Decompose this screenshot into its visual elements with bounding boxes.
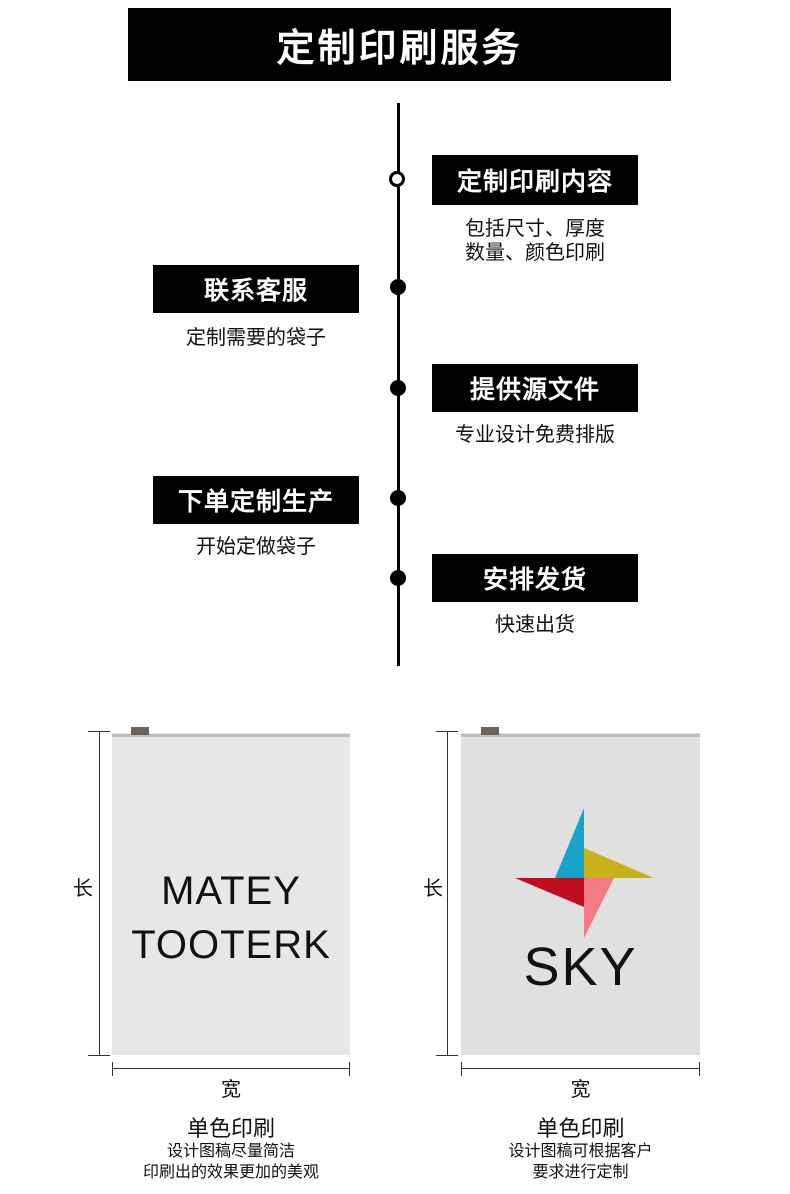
bag-1-width-label: 宽 <box>221 1077 241 1101</box>
timeline-node-1 <box>389 171 405 187</box>
bag-2-length-tick-top <box>436 731 458 732</box>
bag-2-zipper <box>461 734 700 737</box>
step-1-title: 定制印刷内容 <box>456 167 613 196</box>
step-1-desc-line2: 数量、颜色印刷 <box>465 240 605 264</box>
bag-2-length-label: 长 <box>423 876 443 900</box>
bag-2-caption: 设计图稿可根据客户 要求进行定制 <box>451 1140 710 1182</box>
bag-1-zip-tab <box>131 727 149 735</box>
step-3-desc: 专业设计免费排版 <box>455 422 615 446</box>
bag-1-caption-line1: 设计图稿尽量简洁 <box>166 1141 295 1160</box>
bag-1-caption: 设计图稿尽量简洁 印刷出的效果更加的美观 <box>92 1140 370 1182</box>
step-3-tag: 提供源文件 <box>432 364 638 412</box>
page-title: 定制印刷服务 <box>276 26 523 70</box>
bag-1-zipper <box>112 734 350 737</box>
step-4-title: 下单定制生产 <box>177 487 334 516</box>
bag-1-text-line1: MATEY <box>161 869 301 913</box>
bag-2-length-line <box>447 731 448 1056</box>
bag-1-length-label: 长 <box>73 876 93 900</box>
bag-1-caption-line2: 印刷出的效果更加的美观 <box>142 1162 319 1181</box>
bag-1-length-tick-bottom <box>88 1055 110 1056</box>
bag-1-length-tick-top <box>88 731 110 732</box>
step-2-desc: 定制需要的袋子 <box>186 325 326 349</box>
step-5-tag: 安排发货 <box>432 554 638 602</box>
timeline-node-2 <box>390 279 406 295</box>
logo-blade-blue <box>555 808 584 878</box>
bag-2-title: 单色印刷 <box>536 1117 625 1142</box>
step-5-title: 安排发货 <box>482 565 587 594</box>
step-4-desc: 开始定做袋子 <box>196 534 316 558</box>
bag-2-pinwheel-logo-icon <box>515 808 654 938</box>
bag-1-width-tick-right <box>349 1062 350 1076</box>
step-3-title: 提供源文件 <box>469 375 600 404</box>
bag-1-title: 单色印刷 <box>186 1117 275 1142</box>
page-title-banner: 定制印刷服务 <box>128 8 671 81</box>
bag-2-caption-line1: 设计图稿可根据客户 <box>508 1141 653 1160</box>
bag-2-width-line <box>461 1068 700 1069</box>
bag-2-zip-tab <box>481 727 499 735</box>
logo-blade-yellow <box>584 848 654 878</box>
step-2-tag: 联系客服 <box>153 265 359 313</box>
timeline-node-3 <box>390 380 406 396</box>
step-1-desc-line1: 包括尺寸、厚度 <box>465 216 605 240</box>
bag-2-caption-line2: 要求进行定制 <box>532 1162 629 1181</box>
step-1-tag: 定制印刷内容 <box>432 155 638 205</box>
bag-1-length-line <box>99 731 100 1056</box>
timeline-node-5 <box>390 570 406 586</box>
bag-1-width-tick-left <box>112 1062 113 1076</box>
bag-1-width-line <box>112 1068 350 1069</box>
timeline-node-4 <box>390 490 406 506</box>
step-1-desc: 包括尺寸、厚度 数量、颜色印刷 <box>432 216 638 264</box>
bag-2-width-label: 宽 <box>570 1077 591 1101</box>
step-4-tag: 下单定制生产 <box>153 476 359 524</box>
bag-1-mockup <box>112 733 350 1055</box>
bag-2-width-tick-left <box>461 1062 462 1076</box>
bag-2-width-tick-right <box>699 1062 700 1076</box>
logo-blade-red <box>515 878 584 907</box>
bag-1-text-line2: TOOTERK <box>131 923 331 967</box>
logo-blade-pink <box>584 878 614 938</box>
bag-2-logo-text: SKY <box>523 937 638 997</box>
bag-2-length-tick-bottom <box>436 1055 458 1056</box>
step-5-desc: 快速出货 <box>495 612 575 636</box>
bag-1-print-text: MATEY TOOTERK <box>112 864 350 972</box>
step-2-title: 联系客服 <box>203 276 308 305</box>
